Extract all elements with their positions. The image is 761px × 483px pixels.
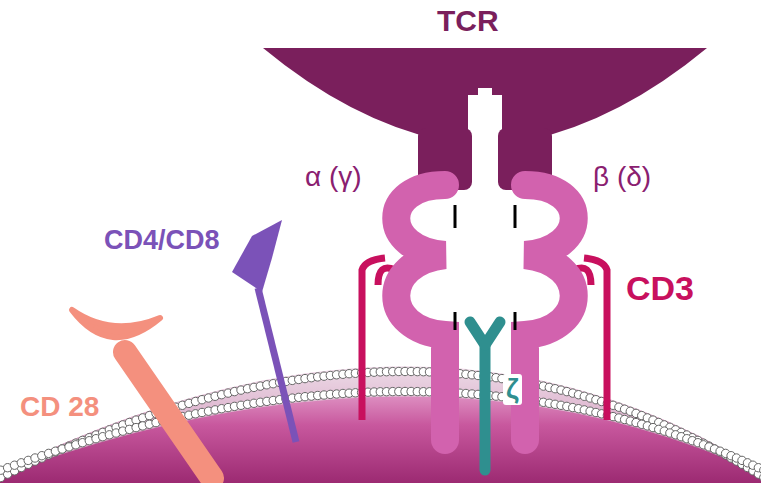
lipid-head	[760, 473, 761, 481]
lipid-heads	[0, 367, 761, 481]
cd4-cd8-coreceptor	[232, 220, 296, 442]
disulfide-bonds	[455, 205, 515, 330]
cd3-name: CD3	[626, 270, 694, 307]
coreceptor-name: CD4/CD8	[104, 226, 220, 256]
cell-interior	[0, 367, 761, 483]
lipid-head	[760, 466, 761, 474]
chain-name: α (γ)	[305, 162, 362, 193]
chain-name: β (δ)	[593, 162, 651, 193]
zeta-chain	[470, 322, 500, 470]
lipid-bilayer	[0, 367, 761, 483]
zeta-name: ζ	[503, 374, 522, 405]
complex-name: TCR	[437, 4, 499, 37]
cd28-name: CD 28	[20, 392, 99, 423]
